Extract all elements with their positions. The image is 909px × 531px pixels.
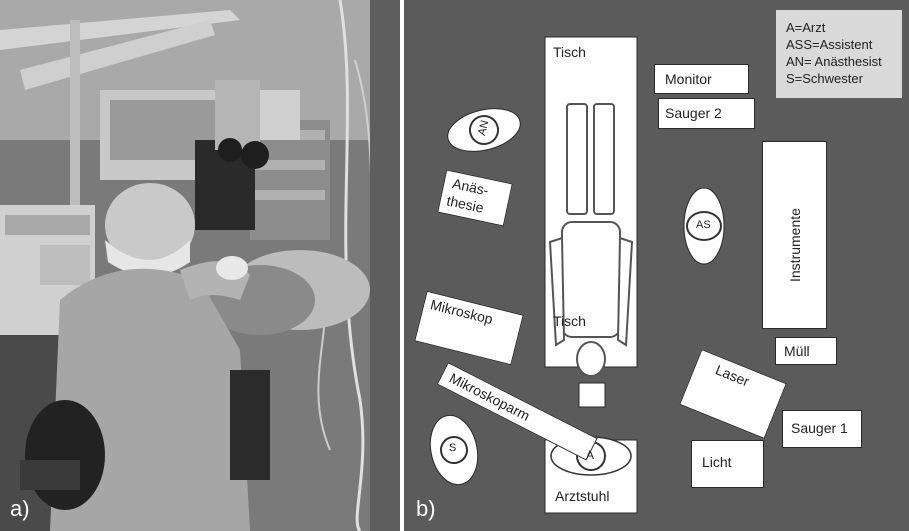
legend-item-assistent: ASS=Assistent — [786, 36, 902, 53]
monitor-label: Monitor — [665, 71, 712, 87]
table-label-bottom: Tisch — [553, 313, 586, 329]
nurse-label: S — [449, 442, 456, 454]
legend-item-anaesthesist: AN= Anästhesist — [786, 53, 902, 70]
photo-scene — [0, 0, 400, 531]
patient-head — [577, 342, 605, 376]
light-label: Licht — [702, 454, 732, 470]
assistant-label: AS — [696, 219, 711, 231]
suction-2-label: Sauger 2 — [665, 105, 722, 121]
table-label: Tisch — [553, 44, 586, 60]
legend-item-schwester: S=Schwester — [786, 70, 902, 87]
suction-2-box: Sauger 2 — [658, 98, 755, 129]
instruments-label: Instrumente — [787, 208, 803, 282]
instruments-box: Instrumente — [762, 141, 827, 329]
surgeon-label: A — [586, 448, 594, 462]
suction-1-label: Sauger 1 — [791, 420, 848, 436]
surgeon-chair-label: Arztstuhl — [555, 488, 609, 504]
light-box: Licht — [691, 440, 764, 488]
headrest — [579, 383, 605, 407]
operating-room-photo: a) — [0, 0, 400, 531]
or-layout-diagram: A=Arzt ASS=Assistent AN= Anästhesist S=S… — [404, 0, 909, 531]
suction-1-box: Sauger 1 — [782, 410, 862, 448]
legend: A=Arzt ASS=Assistent AN= Anästhesist S=S… — [776, 10, 902, 98]
waste-box: Müll — [775, 337, 837, 365]
panel-b-label: b) — [416, 496, 436, 522]
legend-item-arzt: A=Arzt — [786, 19, 902, 36]
panel-a-label: a) — [10, 496, 30, 522]
waste-label: Müll — [784, 343, 810, 359]
monitor-box: Monitor — [654, 64, 749, 94]
